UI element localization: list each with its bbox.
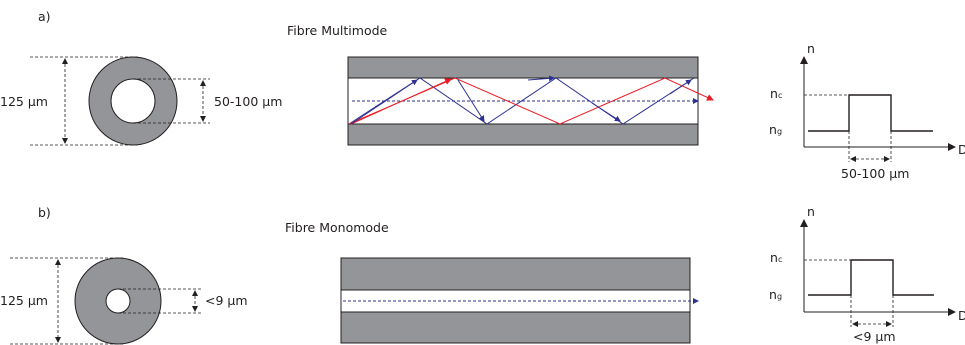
cladding-diameter-label: 125 µm [0, 293, 48, 308]
panel-a-label: a) [38, 9, 51, 24]
d-axis-label: D [958, 308, 965, 323]
step-profile [808, 259, 934, 296]
core-circle [110, 78, 156, 124]
cladding-diameter-label: 125 µm [0, 94, 48, 109]
multimode-cross-section: 125 µm 50-100 µm [0, 56, 282, 146]
ng-label: ng [769, 287, 782, 302]
d-axis-label: D [958, 142, 965, 157]
step-profile [808, 94, 933, 132]
core-width-label: <9 µm [853, 329, 896, 344]
monomode-cross-section: 125 µm <9 µm [0, 257, 248, 345]
panel-b: b) Fibre Monomode 125 µm <9 µm [0, 204, 965, 345]
nc-label: nc [770, 250, 782, 265]
blue-ray-arrow [527, 75, 555, 82]
n-axis-label: n [807, 41, 815, 56]
multimode-longitudinal [347, 56, 714, 146]
monomode-longitudinal [340, 257, 699, 344]
core-diameter-label: <9 µm [205, 293, 248, 308]
panel-a: a) Fibre Multimode 125 µm 50-100 µm [0, 9, 965, 181]
core-circle [105, 288, 131, 314]
panel-b-title: Fibre Monomode [285, 220, 389, 235]
blue-ray-arrow [457, 79, 485, 122]
panel-b-label: b) [38, 205, 51, 220]
monomode-index-profile: n D nc ng <9 µm [769, 204, 965, 344]
blue-ray-arrow [591, 102, 621, 122]
blue-ray-arrow [669, 79, 692, 95]
blue-ray-arrow [350, 79, 418, 125]
core-width-label: 50-100 µm [841, 166, 909, 181]
core-diameter-label: 50-100 µm [214, 94, 282, 109]
n-axis-label: n [807, 204, 815, 219]
red-ray-arrow [350, 78, 452, 125]
ng-label: ng [769, 122, 782, 137]
panel-a-title: Fibre Multimode [287, 23, 388, 38]
multimode-index-profile: n D nc ng 50-100 µm [769, 41, 965, 181]
nc-label: nc [770, 86, 782, 101]
